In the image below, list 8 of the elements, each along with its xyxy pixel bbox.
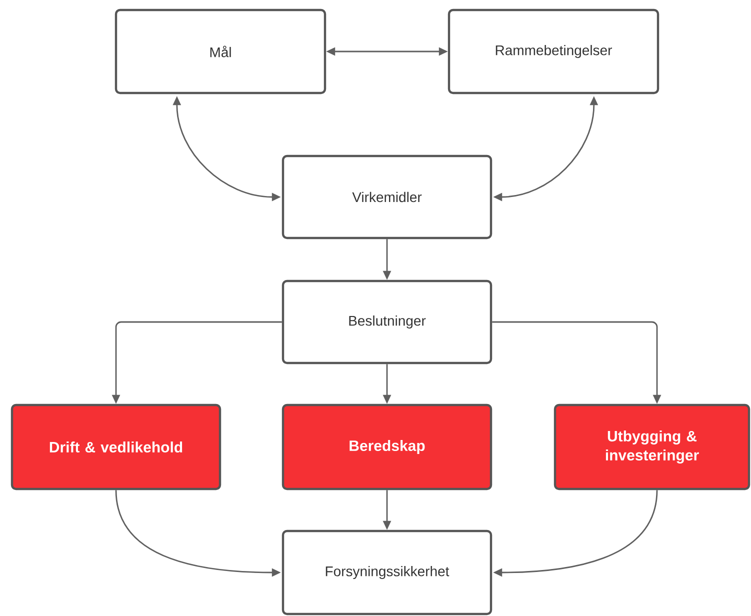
process-box: Mål (114, 8, 326, 94)
process-box: Virkemidler (282, 154, 492, 240)
highlight-box: Beredskap (282, 404, 492, 490)
highlight-box: Drift & vedlikehold (10, 404, 222, 490)
process-box: Forsyningssikkerhet (282, 530, 492, 616)
process-box: Rammebetingelser (448, 8, 660, 94)
process-box: Beslutninger (282, 280, 492, 364)
highlight-box: Utbygging & investeringer (554, 404, 750, 490)
